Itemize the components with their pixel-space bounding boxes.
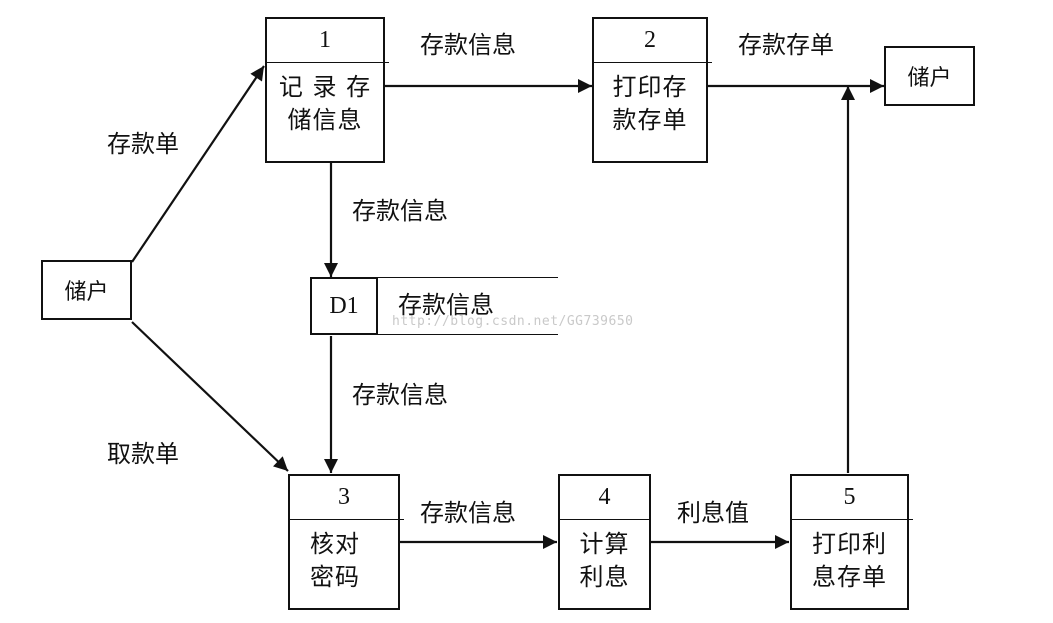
process-5-print-interest-slip: 5 打印利 息存单 <box>790 474 913 610</box>
process-name: 打印利 息存单 <box>792 528 907 594</box>
flow-label-p3-to-p4: 存款信息 <box>420 499 516 527</box>
entity-label: 储户 <box>907 66 952 91</box>
process-divider <box>288 519 404 520</box>
process-3-verify-password: 3 核对 密码 <box>288 474 404 610</box>
data-store-bottom-line <box>378 334 558 335</box>
data-store-id: D1 <box>310 277 378 335</box>
watermark-text: http://blog.csdn.net/GG739650 <box>392 314 634 329</box>
external-entity-customer-right: 储户 <box>884 46 975 106</box>
process-1-record-deposit: 1 记 录 存 储信息 <box>265 17 389 163</box>
process-number: 2 <box>644 27 656 53</box>
arrow-customer-to-p3 <box>131 321 289 472</box>
process-name-line1: 记 录 存 <box>278 73 372 101</box>
process-2-print-deposit-slip: 2 打印存 款存单 <box>592 17 712 163</box>
external-entity-customer-left: 储户 <box>41 260 132 320</box>
process-number: 1 <box>319 27 331 53</box>
process-name: 打印存 款存单 <box>594 71 706 137</box>
process-number: 5 <box>843 484 856 510</box>
process-name: 计算 利息 <box>560 528 649 594</box>
process-divider <box>265 62 389 63</box>
data-store-top-line <box>378 277 558 278</box>
process-name-line2: 息存单 <box>812 563 887 591</box>
entity-label: 储户 <box>64 280 109 305</box>
flow-label-d1-to-p3: 存款信息 <box>352 381 448 409</box>
flow-label-p1-to-d1: 存款信息 <box>352 197 448 225</box>
flow-label-customer-to-p3: 取款单 <box>107 440 179 468</box>
data-store-name: 存款信息 <box>398 291 494 319</box>
process-name-line1: 打印利 <box>812 530 887 558</box>
process-name-line2: 密码 <box>310 563 360 591</box>
process-divider <box>592 62 712 63</box>
process-divider <box>558 519 651 520</box>
arrow-customer-to-p1 <box>131 65 265 263</box>
process-name-line2: 储信息 <box>287 106 363 134</box>
process-divider <box>790 519 913 520</box>
process-4-calculate-interest: 4 计算 利息 <box>558 474 651 610</box>
process-name-line2: 款存单 <box>612 106 688 134</box>
flow-label-p1-to-p2: 存款信息 <box>420 31 516 59</box>
flow-label-p2-to-customer: 存款存单 <box>738 31 834 59</box>
process-number: 3 <box>338 484 350 510</box>
process-name: 核对 密码 <box>290 528 398 594</box>
process-name-line1: 核对 <box>310 530 360 558</box>
process-name-line1: 打印存 <box>612 73 688 101</box>
process-number: 4 <box>598 484 611 510</box>
process-name: 记 录 存 储信息 <box>267 71 383 137</box>
process-name-line2: 利息 <box>579 563 630 591</box>
flow-label-p4-to-p5: 利息值 <box>677 499 749 527</box>
flow-label-customer-to-p1: 存款单 <box>107 130 179 158</box>
process-name-line1: 计算 <box>579 530 630 558</box>
